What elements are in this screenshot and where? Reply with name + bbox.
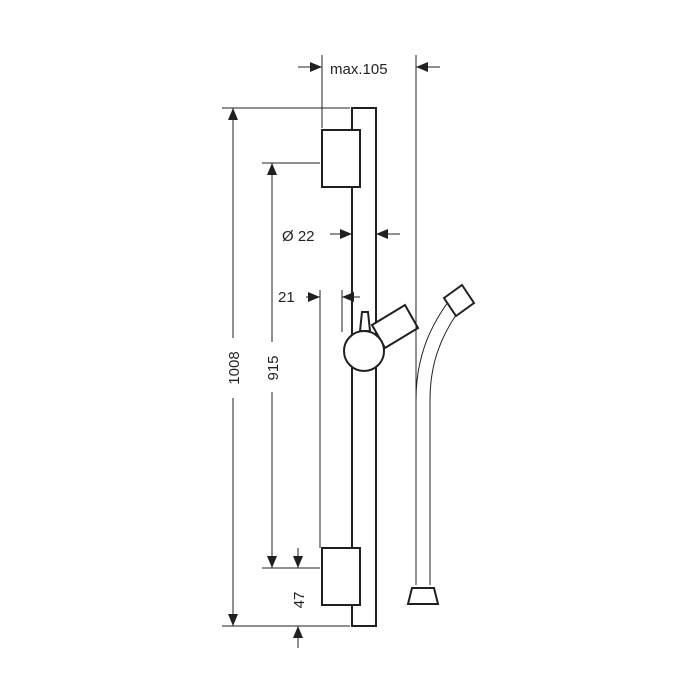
dimension-47: 47 [291,548,308,648]
dimension-diameter-22: Ø 22 [282,228,400,245]
hose-top-connector [442,283,476,318]
dimension-915: 915 [262,162,320,569]
slider-knob [343,330,385,372]
bottom-wall-bracket [321,547,361,606]
label-1008: 1008 [226,351,243,384]
top-wall-bracket [321,129,361,188]
arrow-right [340,229,352,239]
arrow-down [228,614,238,626]
label-diameter-22: Ø 22 [282,228,315,245]
shower-rail [321,107,420,627]
label-21: 21 [278,289,295,306]
shower-hose [406,283,476,605]
arrow-left [376,229,388,239]
arrow-right [308,292,320,302]
shower-slider [343,303,420,372]
hose-outline-inner [429,311,459,585]
label-max-105: max.105 [330,61,388,78]
arrow-down [267,556,277,568]
slider-lever [358,311,372,332]
hose-outline-outer [415,301,449,585]
dimension-1008: 1008 [222,107,350,627]
arrow-down [293,556,303,568]
label-915: 915 [265,355,282,380]
arrow-left [416,62,428,72]
hose-bottom-fitting [406,587,440,605]
arrow-up [267,163,277,175]
arrow-right [310,62,322,72]
arrow-left [342,292,354,302]
arrow-up [293,626,303,638]
dimension-21: 21 [278,289,360,548]
label-47: 47 [291,592,308,609]
arrow-up [228,108,238,120]
dimension-max-105: max.105 [298,55,440,520]
